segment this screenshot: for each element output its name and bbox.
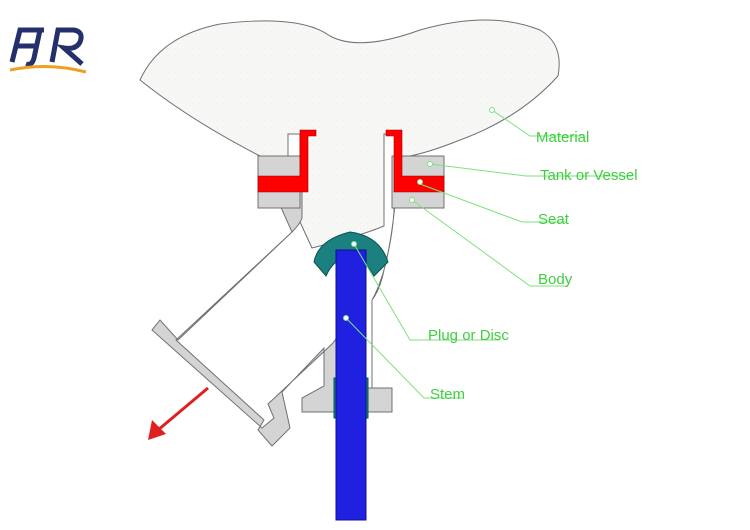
seat-left [257,129,317,193]
label-stem: Stem [430,386,465,403]
label-tank-or-vessel: Tank or Vessel [540,167,638,184]
stem [335,249,367,521]
label-seat: Seat [538,211,570,228]
label-body: Body [538,271,573,288]
leader-lines [345,109,632,399]
fjr-logo-icon [9,27,87,74]
seat-right [385,129,445,193]
pointer-dots [343,107,495,321]
label-material: Material [536,129,589,146]
label-plug-or-disc: Plug or Disc [428,327,509,344]
flow-arrow-icon [148,386,209,440]
material-region [139,19,560,249]
